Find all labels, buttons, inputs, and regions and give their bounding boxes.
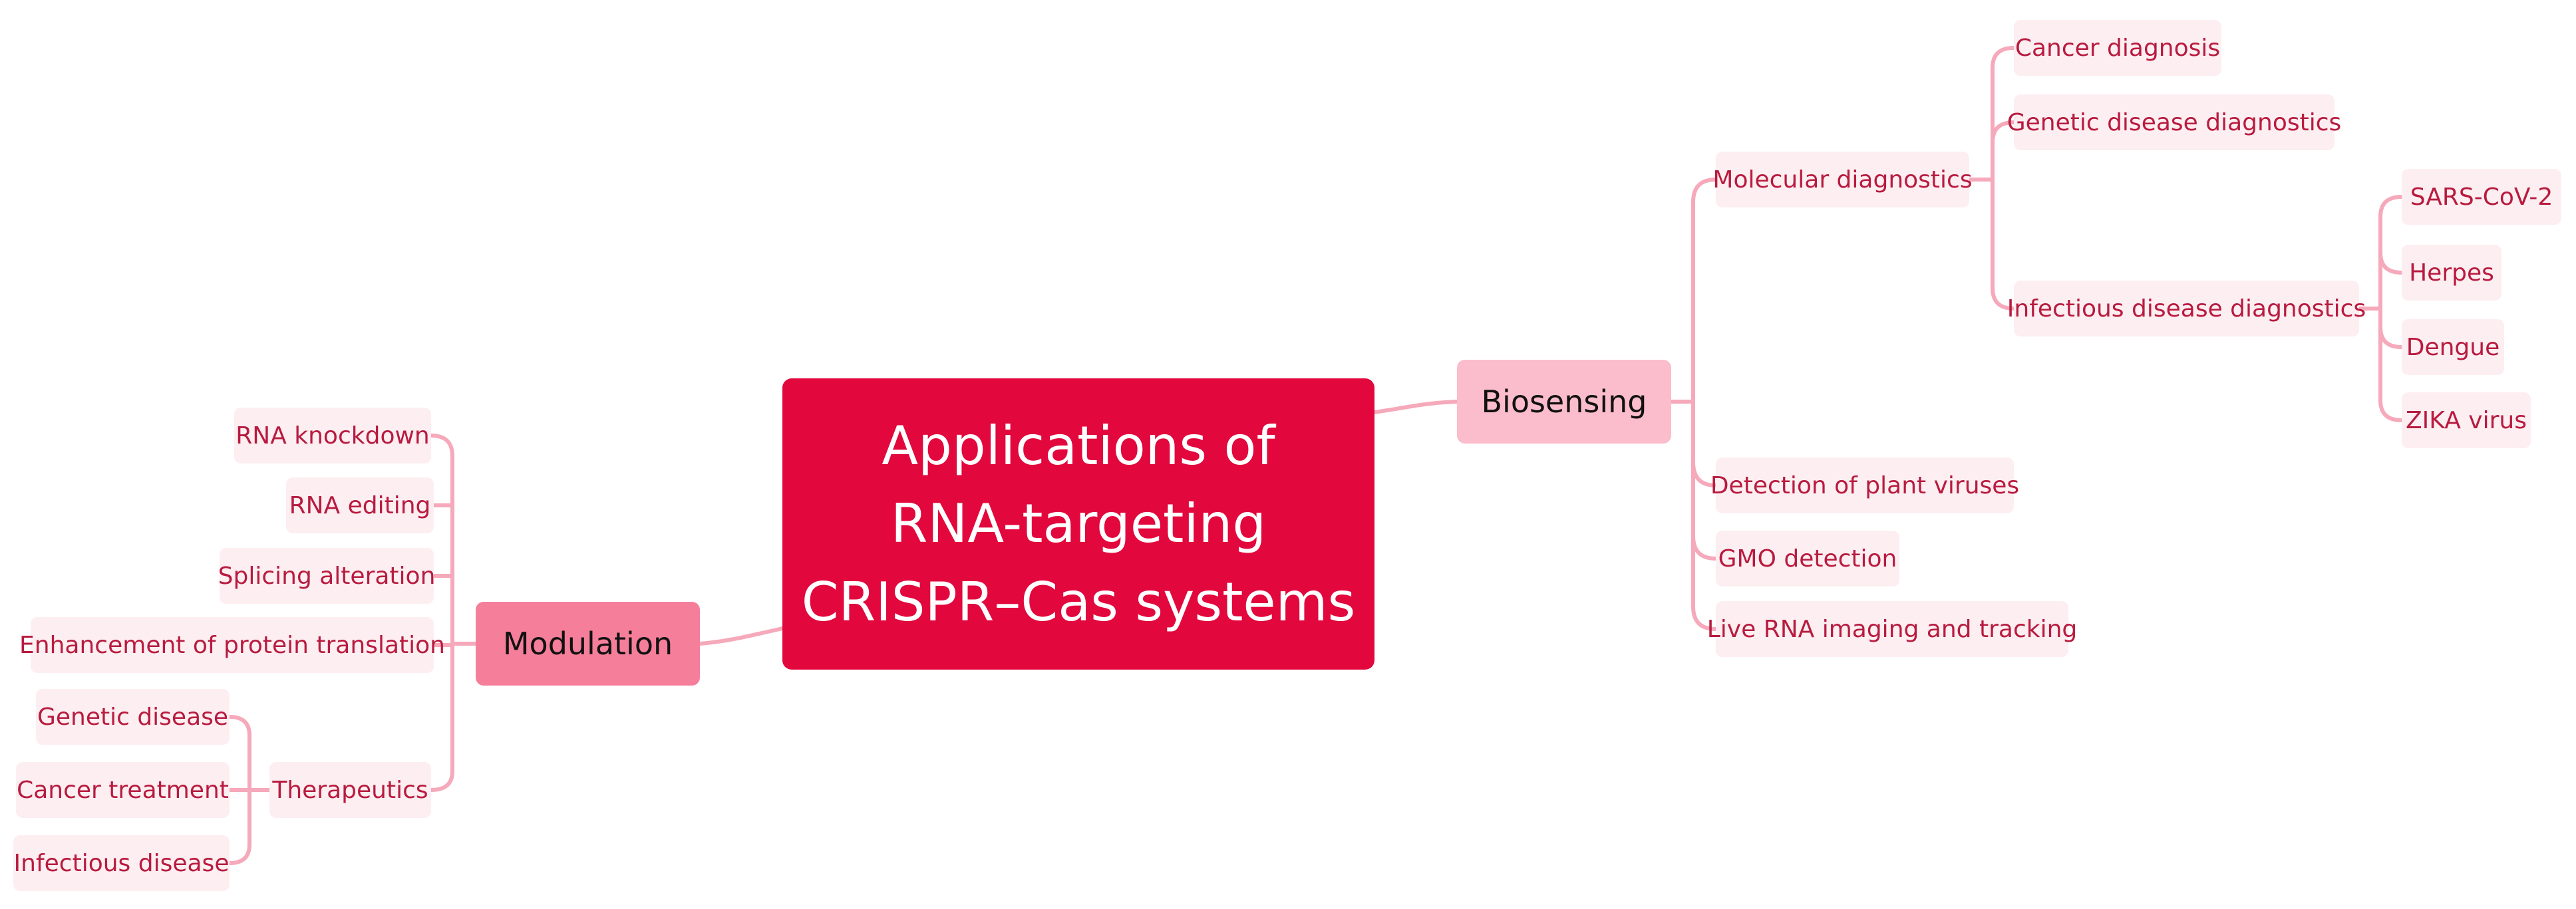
plant-viruses-node: Detection of plant viruses <box>1710 457 2019 513</box>
connector-therapeutics-trunk <box>228 715 271 865</box>
zika-virus-node: ZIKA virus <box>2402 392 2531 448</box>
connector-biosensing-trunk <box>1669 178 1718 631</box>
root-title-line-1: Applications of <box>882 414 1275 477</box>
biosensing-node: Biosensing <box>1457 360 1671 444</box>
rna-editing-node: RNA editing <box>286 477 434 533</box>
modulation-node: Modulation <box>476 602 700 686</box>
connector-molecular-trunk <box>1967 46 2016 311</box>
dengue-node: Dengue <box>2402 319 2504 375</box>
connector-root-modulation <box>698 626 784 646</box>
herpes-node: Herpes <box>2402 245 2501 301</box>
splicing-alteration-node: Splicing alteration <box>218 548 435 604</box>
genetic-disease-diagnostics-node: Genetic disease diagnostics <box>2007 94 2341 150</box>
infectious-disease-node: Infectious disease <box>13 835 230 891</box>
therapeutics-node: Therapeutics <box>269 762 431 818</box>
root-title-line-2: RNA-targeting <box>890 493 1267 555</box>
gmo-detection-node: GMO detection <box>1716 531 1899 586</box>
live-rna-imaging-node: Live RNA imaging and tracking <box>1707 601 2077 657</box>
root-node: Applications of RNA-targeting CRISPR–Cas… <box>782 378 1374 670</box>
molecular-diagnostics-node: Molecular diagnostics <box>1712 152 1973 207</box>
protein-translation-node: Enhancement of protein translation <box>19 617 445 673</box>
root-title-line-3: CRISPR–Cas systems <box>801 571 1356 633</box>
infectious-disease-diagnostics-node: Infectious disease diagnostics <box>2007 281 2366 336</box>
connector-infectious-trunk <box>2357 195 2404 422</box>
sars-cov-2-node: SARS-CoV-2 <box>2402 169 2561 225</box>
cancer-diagnosis-node: Cancer diagnosis <box>2014 20 2221 76</box>
genetic-disease-node: Genetic disease <box>36 689 230 745</box>
cancer-treatment-node: Cancer treatment <box>16 762 230 818</box>
connector-root-biosensing <box>1372 400 1459 414</box>
connector-modulation-trunk <box>429 434 478 792</box>
rna-knockdown-node: RNA knockdown <box>234 408 431 463</box>
